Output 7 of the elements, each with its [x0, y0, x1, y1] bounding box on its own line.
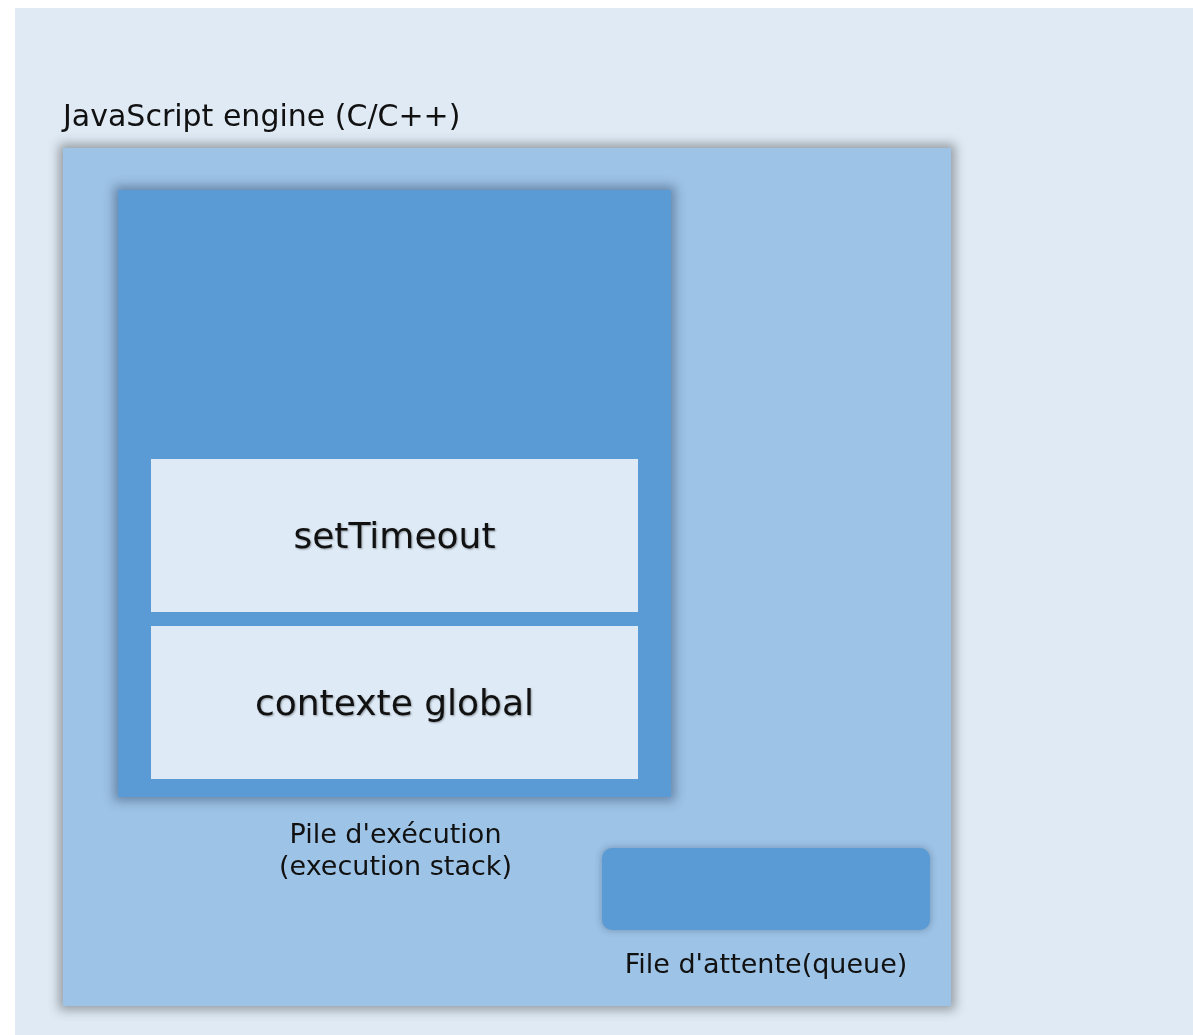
frame-label: contexte global	[254, 682, 535, 723]
stack-frame	[151, 459, 638, 612]
box-label: File d'attente(queue)	[623, 948, 909, 981]
frame-label: setTimeout	[293, 515, 496, 556]
box-label: JavaScript engine (C/C++)	[63, 98, 462, 134]
box-label: Pile d'exécution (execution stack)	[278, 818, 513, 883]
stack-frame	[151, 626, 638, 779]
